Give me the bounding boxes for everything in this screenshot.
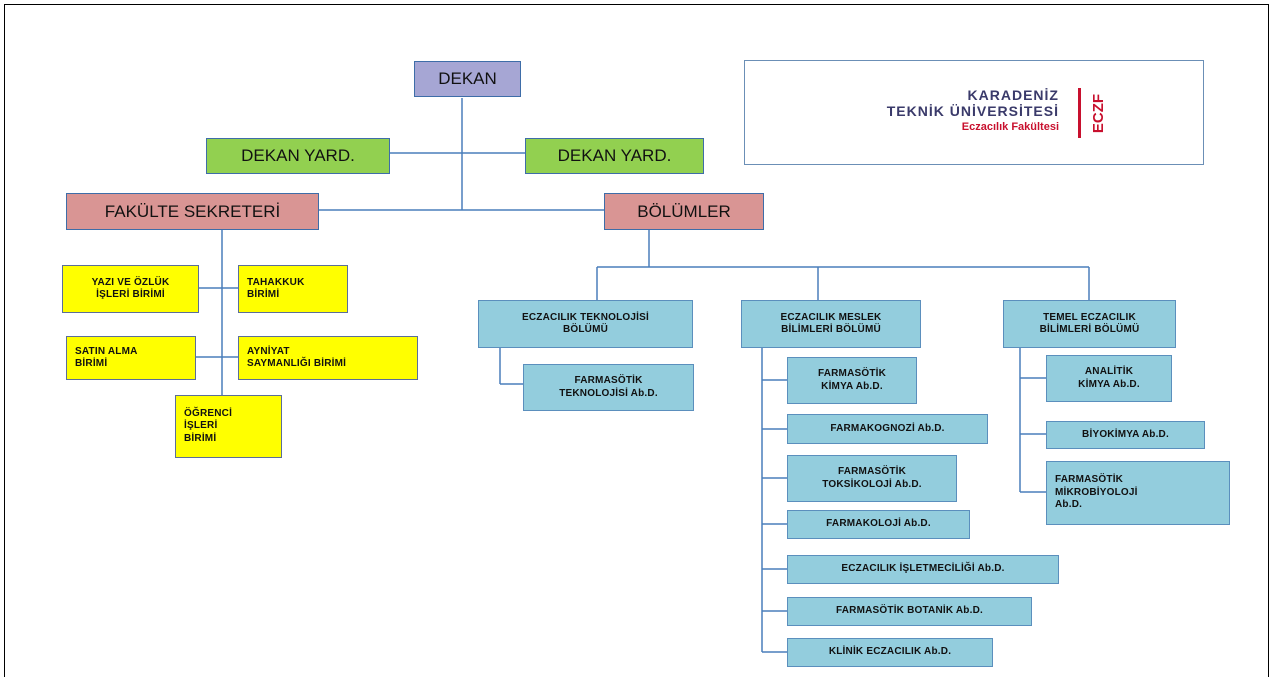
dekan-yard-right-box: DEKAN YARD.	[525, 138, 704, 174]
logo-line2: TEKNİK ÜNİVERSİTESİ	[886, 103, 1059, 119]
logo-line1: KARADENİZ	[967, 87, 1059, 103]
logo-abbreviation: ECZF	[1090, 93, 1108, 133]
farmakoloji-abd: FARMAKOLOJİ Ab.D.	[787, 510, 970, 539]
klinik-eczacilik-abd: KLİNİK ECZACILIK Ab.D.	[787, 638, 993, 667]
diagram-frame	[4, 4, 1269, 677]
fakulte-sekreteri-box: FAKÜLTE SEKRETERİ	[66, 193, 319, 230]
university-logo: KARADENİZ TEKNİK ÜNİVERSİTESİ Eczacılık …	[744, 60, 1204, 165]
bolumler-box: BÖLÜMLER	[604, 193, 764, 230]
logo-divider	[1078, 88, 1081, 138]
logo-line3: Eczacılık Fakültesi	[961, 121, 1059, 133]
dekan-box: DEKAN	[414, 61, 521, 97]
farmasotik-botanik-abd: FARMASÖTİK BOTANİK Ab.D.	[787, 597, 1032, 626]
farmakognozi-abd: FARMAKOGNOZİ Ab.D.	[787, 414, 988, 444]
biyokimya-abd: BİYOKİMYA Ab.D.	[1046, 421, 1205, 449]
eczacilik-isletmeciligi-abd: ECZACILIK İŞLETMECİLİĞİ Ab.D.	[787, 555, 1059, 584]
dekan-yard-left-box: DEKAN YARD.	[206, 138, 390, 174]
